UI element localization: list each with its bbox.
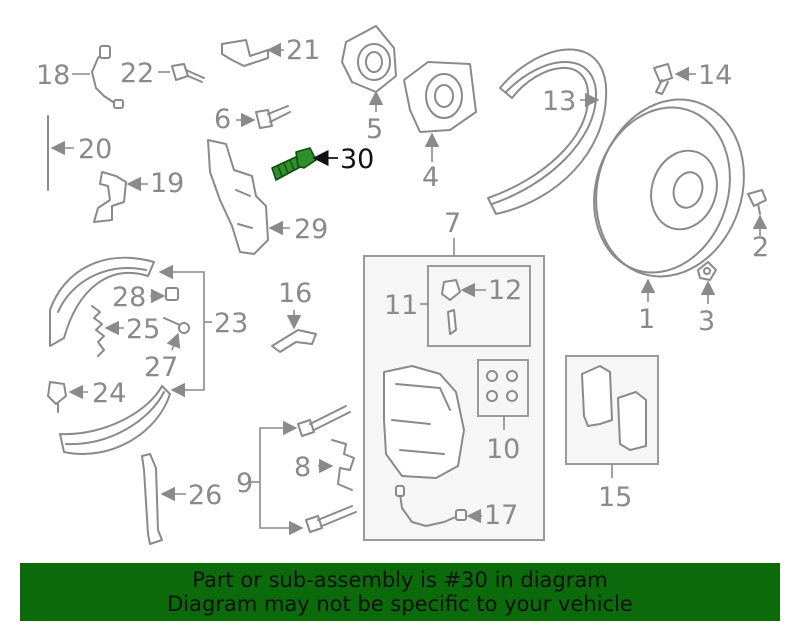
part-22-bolt[interactable]: 22	[120, 58, 205, 89]
label-9: 9	[236, 468, 253, 499]
part-5-wheel-bearing[interactable]: 5	[341, 25, 397, 145]
part-30-bolt-highlighted[interactable]: 30	[271, 144, 374, 181]
part-13-dust-shield[interactable]: 13	[487, 48, 608, 215]
label-25: 25	[126, 314, 160, 345]
label-6: 6	[214, 104, 231, 135]
part-25-spring[interactable]: 25	[91, 305, 160, 357]
part-9-bolts[interactable]: 9	[236, 405, 357, 536]
part-2-bolt[interactable]: 2	[747, 189, 769, 263]
label-12: 12	[488, 275, 522, 306]
label-19: 19	[150, 168, 184, 199]
part-29-bracket[interactable]: 29	[207, 139, 328, 255]
part-1-brake-disc[interactable]: 1	[573, 80, 766, 335]
label-4: 4	[422, 162, 439, 193]
part-6-bolt[interactable]: 6	[214, 104, 291, 135]
label-28: 28	[112, 282, 146, 313]
label-17: 17	[484, 500, 518, 531]
label-29: 29	[294, 214, 328, 245]
part-15-brake-pads[interactable]: 15	[565, 355, 659, 513]
banner-line-1: Part or sub-assembly is #30 in diagram	[192, 568, 608, 592]
label-22: 22	[120, 58, 154, 89]
label-15: 15	[598, 482, 632, 513]
part-27-pin[interactable]: 27	[144, 317, 190, 383]
label-3: 3	[698, 306, 715, 337]
label-23: 23	[214, 308, 248, 339]
label-7: 7	[444, 208, 461, 239]
banner-line-2: Diagram may not be specific to your vehi…	[167, 592, 633, 616]
label-5: 5	[366, 114, 383, 145]
label-16: 16	[278, 278, 312, 309]
part-7-caliper-assembly[interactable]: 7 12 11 10 17	[363, 208, 545, 541]
notice-banner: Part or sub-assembly is #30 in diagram D…	[20, 563, 780, 621]
part-19-bracket[interactable]: 19	[93, 168, 184, 223]
part-18-sensor-wire[interactable]: 18	[36, 45, 124, 109]
part-24-adjuster[interactable]: 24	[47, 378, 126, 413]
label-13: 13	[542, 86, 576, 117]
label-26: 26	[188, 480, 222, 511]
label-10: 10	[486, 434, 520, 465]
label-2: 2	[752, 232, 769, 263]
part-21-clip[interactable]: 21	[221, 35, 320, 67]
label-30: 30	[340, 144, 374, 175]
part-23-brake-shoe-assembly[interactable]: 23	[49, 256, 248, 455]
label-8: 8	[294, 452, 311, 483]
label-20: 20	[78, 134, 112, 165]
label-11: 11	[384, 290, 418, 321]
part-8-clip[interactable]: 8	[294, 439, 355, 491]
brake-parts-diagram: 18 22 21 5 4 13 14	[36, 25, 769, 545]
part-14-bolt[interactable]: 14	[653, 60, 732, 95]
label-27: 27	[144, 352, 178, 383]
label-18: 18	[36, 60, 70, 91]
part-16-clip[interactable]: 16	[271, 278, 317, 353]
label-14: 14	[698, 60, 732, 91]
label-21: 21	[286, 35, 320, 66]
label-1: 1	[638, 304, 655, 335]
part-26-bracket[interactable]: 26	[141, 453, 222, 545]
part-20-rod[interactable]: 20	[47, 115, 112, 191]
part-28-clip[interactable]: 28	[112, 282, 179, 313]
part-3-nut[interactable]: 3	[697, 261, 717, 337]
part-4-hub-flange[interactable]: 4	[403, 61, 477, 193]
label-24: 24	[92, 378, 126, 409]
